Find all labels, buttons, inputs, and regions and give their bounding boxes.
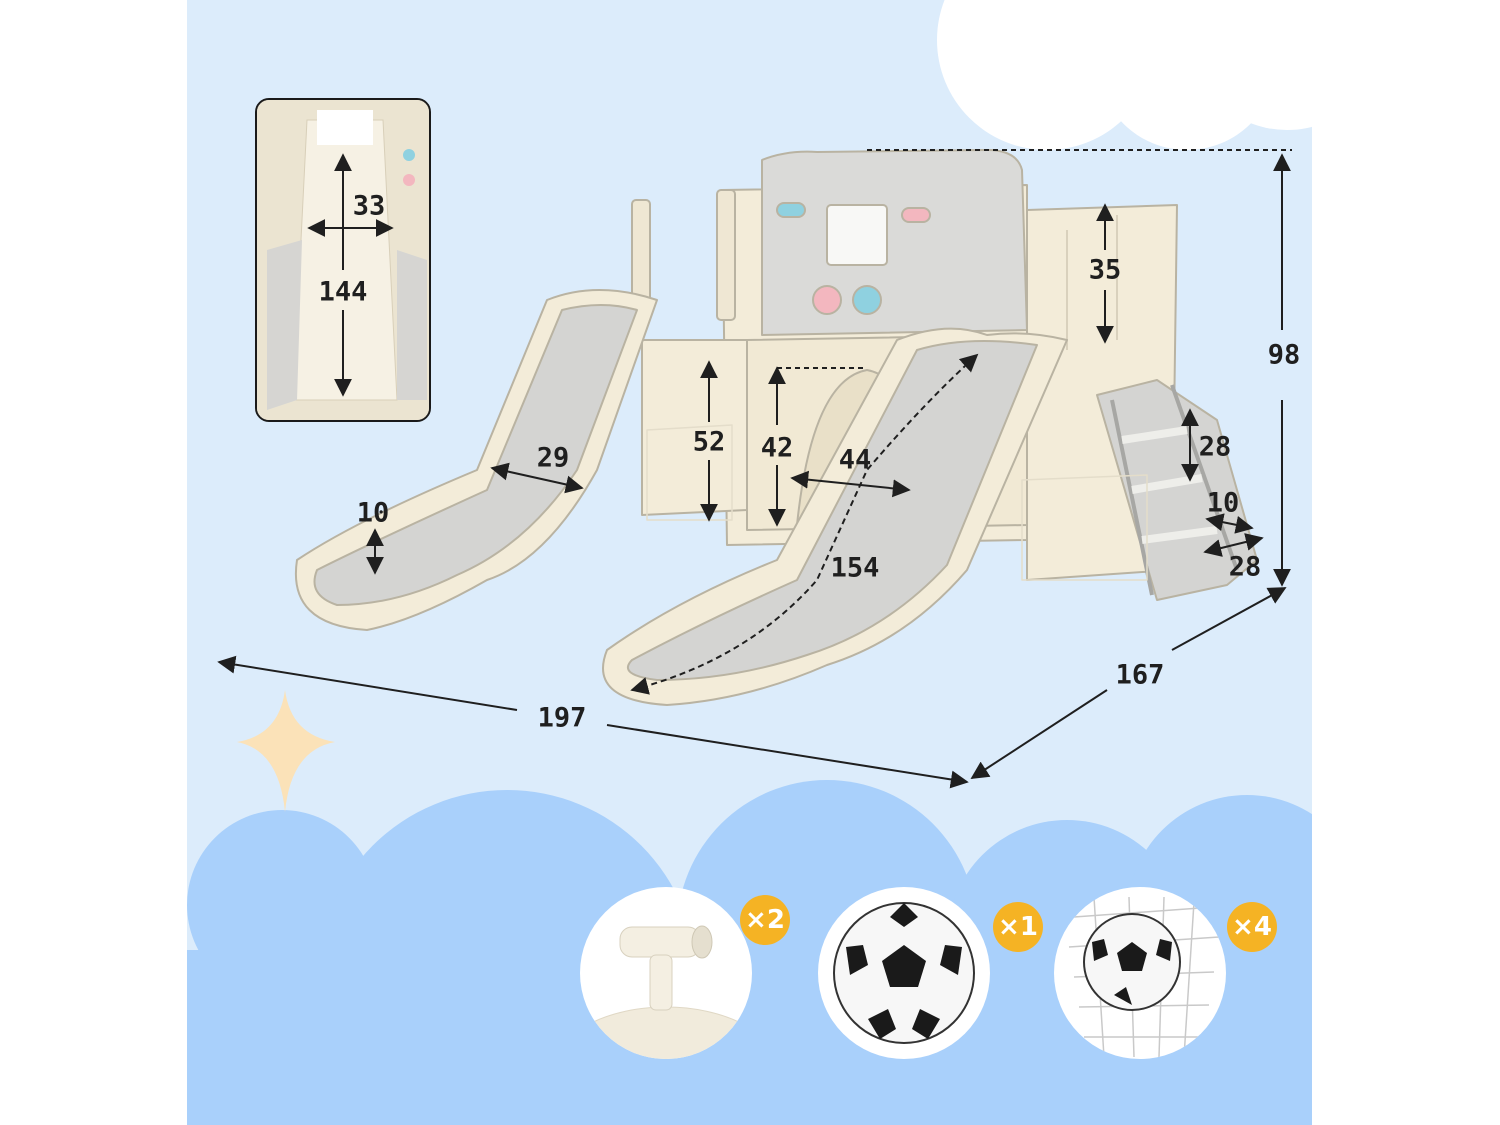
telescope-icon (580, 925, 752, 1059)
depth-line (970, 689, 1108, 779)
soccer-ball-icon (833, 902, 975, 1044)
goal-net-count-badge: ×4 (1227, 902, 1277, 952)
length-label: 197 (537, 702, 587, 734)
top-right-cloud (937, 0, 1312, 150)
step-rise-label: 28 (1198, 431, 1232, 463)
arch-height-label: 42 (760, 432, 794, 464)
inset-dimension-lines (307, 153, 394, 397)
goal-net-circle (1054, 887, 1226, 1059)
product-dimension-diagram: 98 197 167 35 10 29 52 42 44 154 28 10 2… (187, 0, 1312, 1125)
inset-platform-view: 33 144 (255, 98, 431, 422)
step-depth-label: 10 (1206, 487, 1240, 519)
arch-width-label: 44 (838, 444, 872, 476)
inset-length-label: 144 (318, 276, 368, 308)
soccer-ball-circle (818, 887, 990, 1059)
sparkle-star-icon (237, 690, 335, 812)
telescope-circle (580, 887, 752, 1059)
height-label: 98 (1267, 339, 1301, 371)
step-width-label: 28 (1228, 551, 1262, 583)
soccer-goal-net-icon (1068, 896, 1220, 1058)
dimension-lines (217, 149, 1292, 789)
left-slide-width-label: 29 (536, 442, 570, 474)
right-goal-net (1021, 474, 1148, 581)
depth-label: 167 (1115, 659, 1165, 691)
platform-height-label: 52 (692, 426, 726, 458)
soccer-ball-count-badge: ×1 (993, 902, 1043, 952)
length-line (217, 655, 518, 711)
right-slide-length-label: 154 (830, 552, 880, 584)
inset-width-label: 33 (352, 190, 386, 222)
telescope-count-badge: ×2 (740, 895, 790, 945)
left-slide-end-label: 10 (356, 497, 390, 529)
tower-panel-label: 35 (1088, 254, 1122, 286)
